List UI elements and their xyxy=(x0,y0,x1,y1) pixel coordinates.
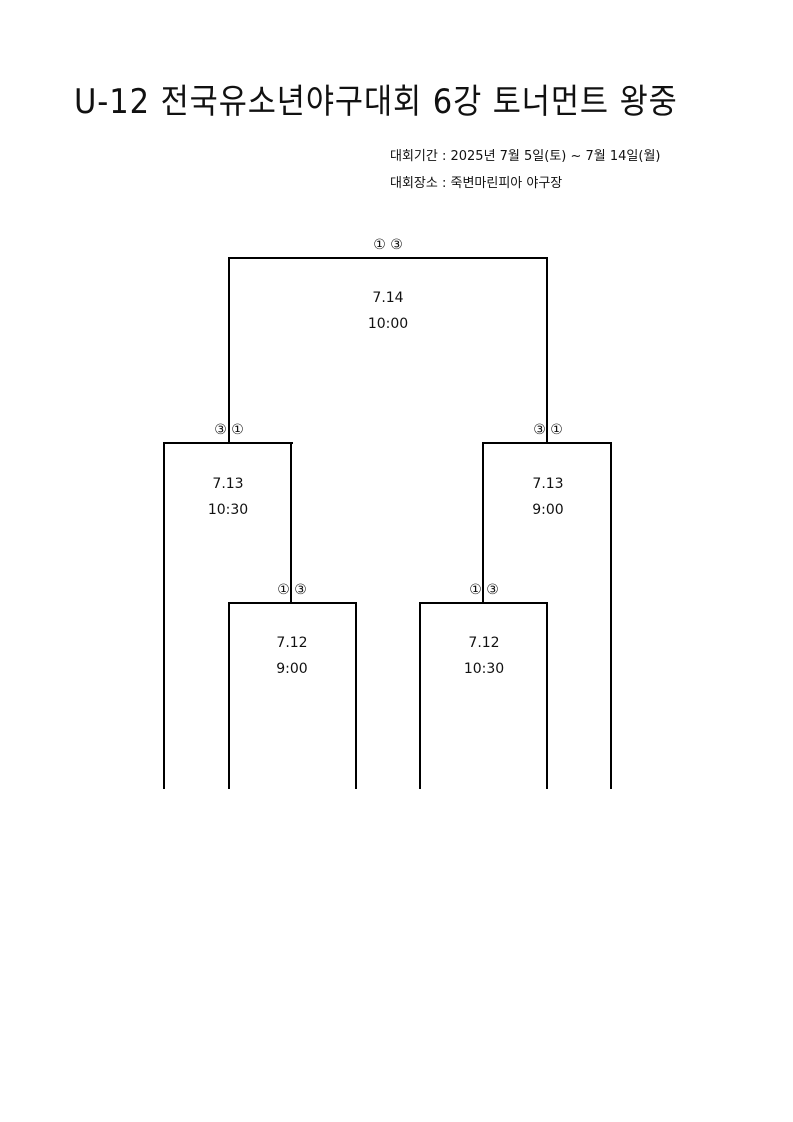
page-title: U-12 전국유소년야구대회 6강 토너먼트 왕중 xyxy=(74,82,678,122)
match-time: 9:00 xyxy=(276,661,308,677)
tournament-venue: 대회장소 : 죽변마린피아 야구장 xyxy=(390,176,563,191)
quarter-right-seeds: ① ③ xyxy=(469,582,499,598)
bracket-line xyxy=(419,602,548,604)
quarter-left-schedule: 7.12 9:00 xyxy=(276,630,307,682)
bracket-line xyxy=(482,442,612,444)
semi-left-seeds: ③ ① xyxy=(214,422,244,438)
bracket-line xyxy=(228,602,357,604)
bracket-line xyxy=(355,602,357,789)
match-date: 7.12 xyxy=(468,635,500,651)
match-date: 7.13 xyxy=(212,476,244,492)
bracket-line xyxy=(610,442,612,789)
match-date: 7.14 xyxy=(372,290,404,306)
semi-left-schedule: 7.13 10:30 xyxy=(208,471,248,523)
match-date: 7.12 xyxy=(276,635,308,651)
bracket-line xyxy=(163,442,293,444)
bracket-line xyxy=(290,442,292,604)
quarter-left-seeds: ① ③ xyxy=(277,582,307,598)
match-time: 10:30 xyxy=(463,661,505,677)
match-time: 9:00 xyxy=(532,502,564,518)
bracket-line xyxy=(482,442,484,604)
match-time: 10:30 xyxy=(207,502,249,518)
final-seeds: ① ③ xyxy=(373,237,403,253)
semi-right-seeds: ③ ① xyxy=(533,422,563,438)
bracket-line xyxy=(163,442,165,789)
semi-right-schedule: 7.13 9:00 xyxy=(532,471,563,523)
quarter-right-schedule: 7.12 10:30 xyxy=(464,630,504,682)
bracket-line xyxy=(419,602,421,789)
final-schedule: 7.14 10:00 xyxy=(368,285,408,337)
match-time: 10:00 xyxy=(367,316,409,332)
bracket-line xyxy=(228,602,230,789)
bracket-line xyxy=(546,257,548,444)
bracket-line xyxy=(228,257,230,444)
bracket-line xyxy=(228,257,548,259)
tournament-period: 대회기간 : 2025년 7월 5일(토) ~ 7월 14일(월) xyxy=(390,149,661,164)
bracket-line xyxy=(546,602,548,789)
match-date: 7.13 xyxy=(532,476,564,492)
